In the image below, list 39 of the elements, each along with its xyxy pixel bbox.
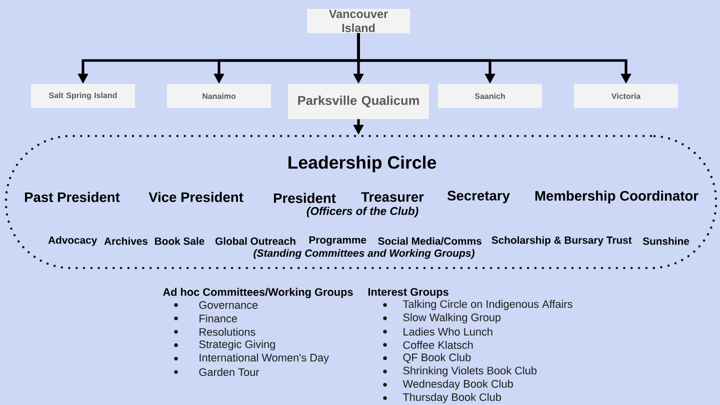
list-item: Talking Circle on Indigenous Affairs [402, 300, 572, 310]
list-item: International Women's Day [200, 354, 329, 364]
org-chart-box: Victoria [574, 84, 678, 108]
role-title: President [274, 192, 336, 204]
role-title: Secretary [447, 190, 510, 204]
org-chart-box: Parksville Qualicum [288, 84, 429, 119]
committee-name: Archives [104, 237, 148, 245]
list-item: Shrinking Violets Book Club [403, 366, 537, 377]
committee-name: Social Media/Comms [378, 237, 482, 245]
list-item: Slow Walking Group [403, 313, 501, 324]
committee-name: Programme [309, 236, 366, 246]
list-item: Thursday Book Club [402, 393, 501, 404]
list-heading: Ad hoc Committees/Working Groups [162, 288, 353, 298]
org-chart-box: Vancouver Island [307, 8, 410, 34]
list-item: QF Book Club [403, 353, 471, 364]
committee-name: Scholarship & Bursary Trust [492, 236, 632, 246]
org-chart-box: Saanich [438, 84, 542, 108]
list-item: Garden Tour [199, 368, 260, 376]
org-chart-box: Nanaimo [167, 84, 271, 108]
committee-name: Book Sale [155, 237, 204, 245]
list-item: Resolutions [200, 328, 256, 336]
list-heading: Interest Groups [368, 288, 448, 298]
list-item: Wednesday Book Club [402, 380, 513, 390]
committee-name: Global Outreach [215, 237, 296, 245]
role-title: Vice President [148, 192, 244, 202]
committee-name: Advocacy [48, 236, 98, 246]
circle-heading: Leadership Circle [288, 156, 436, 172]
list-item: Strategic Giving [199, 340, 275, 350]
group-note: (Officers of the Club) [306, 206, 418, 218]
list-item: Governance [199, 301, 258, 309]
role-title: Treasurer [361, 192, 424, 202]
role-title: Membership Coordinator [535, 190, 698, 204]
list-item: Ladies Who Lunch [404, 328, 492, 336]
org-chart-box: Salt Spring Island [31, 84, 135, 108]
group-note: (Standing Committees and Working Groups) [254, 249, 474, 259]
role-title: Past President [25, 192, 120, 202]
list-item: Coffee Klatsch [403, 340, 473, 349]
list-item: Finance [200, 314, 237, 322]
committee-name: Sunshine [642, 237, 690, 245]
